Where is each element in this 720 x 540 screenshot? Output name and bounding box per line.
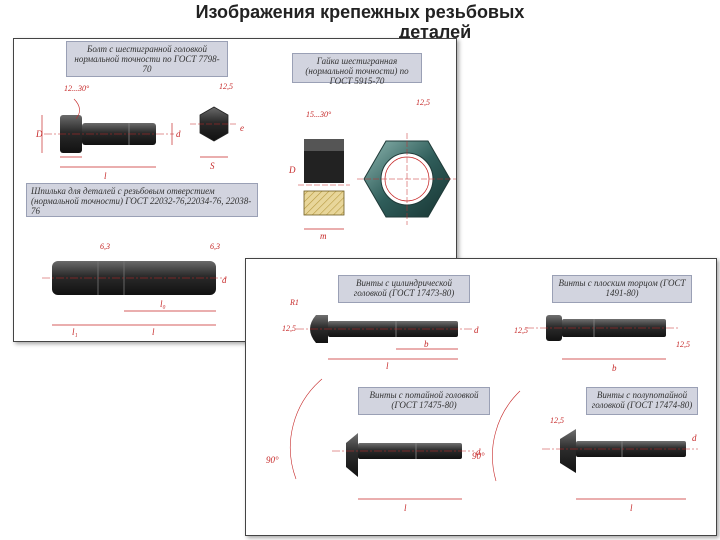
svg-text:12,5: 12,5 (282, 324, 296, 333)
pan-head-screw: l b R1 12,5 d (282, 298, 479, 371)
sheet2-drawings: l b R1 12,5 d b 12,5 12,5 l 90° (266, 298, 698, 513)
svg-text:12,5: 12,5 (416, 98, 430, 107)
note-nut: Гайка шестигранная (нормальной точности)… (292, 53, 422, 86)
svg-text:l₁: l₁ (72, 327, 78, 337)
countersunk-screw: l 90° d (266, 378, 481, 513)
svg-text:12,5: 12,5 (514, 326, 528, 335)
svg-text:6,3: 6,3 (100, 242, 110, 251)
note-pan-screw: Винты с цилиндрической головкой (ГОСТ 17… (338, 275, 470, 303)
svg-text:l: l (630, 503, 633, 513)
sheet1-drawings: D l d 12...30° 12,5 S e m D 15...30° (35, 82, 456, 337)
svg-text:90°: 90° (266, 455, 279, 465)
svg-text:m: m (320, 231, 327, 241)
bolt-head (60, 115, 82, 153)
svg-text:R1: R1 (289, 298, 299, 307)
svg-text:l: l (404, 503, 407, 513)
svg-text:l: l (104, 171, 107, 181)
svg-text:b: b (612, 363, 617, 373)
slide-title-line1: Изображения крепежных резьбовых (195, 2, 525, 22)
svg-text:12,5: 12,5 (676, 340, 690, 349)
svg-text:12...30°: 12...30° (64, 84, 90, 93)
svg-text:12,5: 12,5 (550, 416, 564, 425)
svg-text:S: S (210, 161, 215, 171)
bolt-drawing: D l d 12...30° 12,5 (35, 82, 233, 181)
slide-title: Изображения крепежных резьбовых деталей (0, 2, 720, 42)
svg-text:l: l (386, 361, 389, 371)
svg-text:d: d (222, 275, 227, 285)
slide-title-line2: деталей (398, 22, 472, 42)
svg-text:12,5: 12,5 (219, 82, 233, 91)
svg-text:l₀: l₀ (160, 299, 166, 309)
raised-countersunk-screw: l 90° 12,5 d (472, 390, 698, 513)
nut-section-drawing: m D 15...30° (288, 110, 350, 241)
note-set-screw: Винты с плоским торцом (ГОСТ 1491-80) (552, 275, 692, 303)
svg-text:d: d (176, 129, 181, 139)
svg-text:d: d (692, 433, 697, 443)
svg-text:e: e (240, 123, 244, 133)
svg-text:l: l (152, 327, 155, 337)
svg-text:D: D (288, 165, 296, 175)
svg-text:6,3: 6,3 (210, 242, 220, 251)
bolt-head-end-view: S e (190, 106, 244, 171)
svg-text:d: d (474, 325, 479, 335)
svg-text:90°: 90° (472, 451, 485, 461)
note-raised-screw: Винты с полупотайной головкой (ГОСТ 1747… (586, 387, 698, 415)
stud-drawing: l₁ l l₀ 6,3 6,3 d (42, 242, 227, 337)
svg-text:b: b (424, 339, 429, 349)
set-screw: b 12,5 12,5 (514, 315, 690, 373)
nut-end-view: 12,5 (357, 98, 456, 225)
svg-text:d: d (476, 447, 481, 457)
note-stud: Шпилька для деталей с резьбовым отверсти… (26, 183, 258, 217)
svg-text:15...30°: 15...30° (306, 110, 332, 119)
drawing-sheet-screws: Винты с цилиндрической головкой (ГОСТ 17… (245, 258, 717, 536)
note-countersunk-screw: Винты с потайной головкой (ГОСТ 17475-80… (358, 387, 490, 415)
note-bolt: Болт с шестигранной головкой нормальной … (66, 41, 228, 77)
svg-text:D: D (35, 129, 43, 139)
